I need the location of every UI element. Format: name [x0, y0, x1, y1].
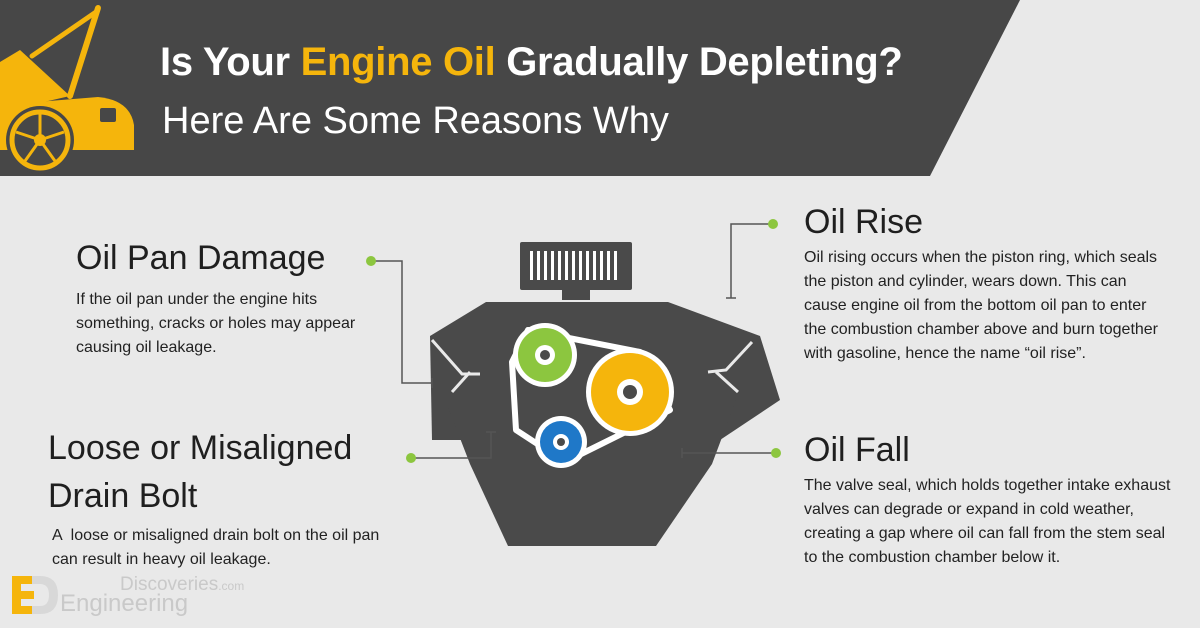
drain-bolt-title-line2: Drain Bolt [48, 477, 198, 515]
header-banner [0, 0, 1020, 176]
oil-pan-damage-title: Oil Pan Damage [76, 239, 326, 277]
oil-fall-title: Oil Fall [804, 431, 910, 469]
engineering-discoveries-logo: Discoveries.com Engineering [10, 570, 270, 620]
connector-dot [406, 453, 416, 463]
page-subtitle: Here Are Some Reasons Why [162, 100, 669, 142]
oil-rise-text: Oil rising occurs when the piston ring, … [804, 249, 1159, 362]
connector-dot [771, 448, 781, 458]
logo-brand-top-text: Discoveries [120, 574, 219, 595]
logo-brand-top-suffix: .com [218, 579, 245, 593]
car-hood-open-icon [0, 5, 134, 174]
logo-brand-bottom: Engineering [60, 590, 189, 617]
title-highlight: Engine Oil [300, 40, 496, 84]
connector-dot [768, 219, 778, 229]
oil-rise-title: Oil Rise [804, 203, 924, 241]
title-prefix: Is Your [160, 40, 301, 84]
oil-pan-damage-text: If the oil pan under the engine hits som… [76, 291, 356, 356]
drain-bolt-text: A loose or misaligned drain bolt on the … [52, 527, 384, 568]
connector-dot [366, 256, 376, 266]
ed-logo-icon [12, 576, 58, 614]
oil-fall-text: The valve seal, which holds together int… [804, 477, 1171, 566]
title-suffix: Gradually Depleting? [495, 40, 903, 84]
page-title: Is Your Engine Oil Gradually Depleting? [160, 40, 903, 85]
drain-bolt-title-line1: Loose or Misaligned [48, 429, 353, 467]
pulley-icons [513, 323, 674, 468]
logo-brand-top: Discoveries.com [120, 574, 244, 596]
